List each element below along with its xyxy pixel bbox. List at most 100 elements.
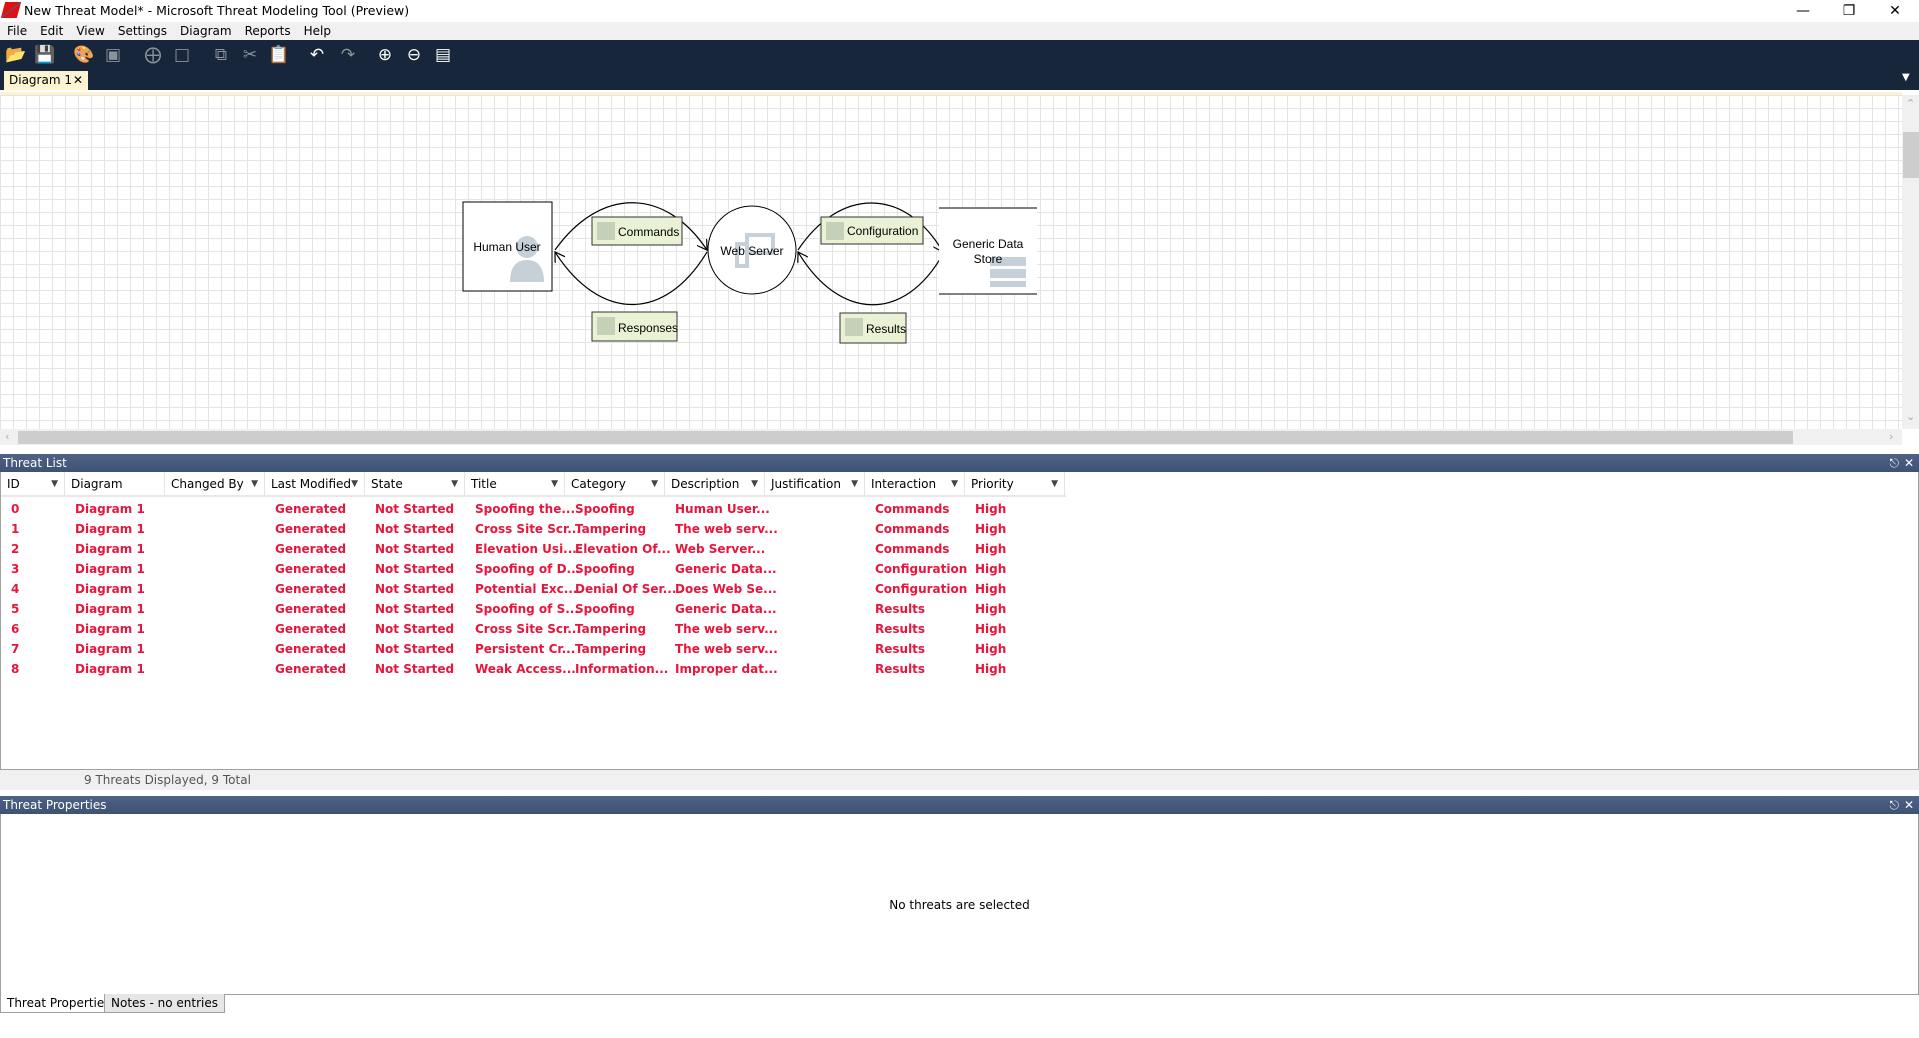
tab-diagram-1[interactable]: Diagram 1 ✕: [4, 71, 88, 90]
column-label: ID: [7, 477, 20, 491]
pin-icon[interactable]: ⎋: [1889, 456, 1900, 470]
tab-notes[interactable]: Notes - no entries: [104, 994, 225, 1013]
column-header-diagram[interactable]: Diagram: [65, 472, 165, 497]
web-server-label: Web Server: [720, 244, 783, 258]
filter-icon[interactable]: ▼: [451, 479, 458, 489]
redo-icon[interactable]: ↷: [340, 45, 356, 65]
cell-title: Potential Exc...: [475, 582, 578, 596]
close-tab-icon[interactable]: ✕: [72, 73, 83, 87]
filter-icon[interactable]: ▼: [551, 479, 558, 489]
menu-diagram[interactable]: Diagram: [180, 24, 232, 38]
filter-icon[interactable]: ▼: [1051, 479, 1058, 489]
diagram-canvas[interactable]: Human User Web Server Generic Data Store…: [0, 92, 1902, 429]
cell-interaction: Commands: [875, 522, 950, 536]
filter-icon[interactable]: ▼: [651, 479, 658, 489]
cell-category: Spoofing: [575, 502, 635, 516]
menu-settings[interactable]: Settings: [117, 24, 168, 38]
column-header-title[interactable]: Title▼: [465, 472, 565, 497]
filter-icon[interactable]: ▼: [951, 479, 958, 489]
cell-interaction: Results: [875, 642, 926, 656]
cell-description: The web serv...: [675, 522, 778, 536]
column-header-last-modified[interactable]: Last Modified▼: [265, 472, 365, 497]
cell-id: 7: [11, 642, 20, 656]
restore-button[interactable]: ❐: [1842, 3, 1856, 19]
cell-id: 6: [11, 622, 20, 636]
threat-properties-header: Threat Properties ⎋✕: [0, 796, 1919, 814]
close-panel-icon[interactable]: ✕: [1903, 456, 1914, 470]
column-header-state[interactable]: State▼: [365, 472, 465, 497]
analysis-view-icon[interactable]: ▣: [104, 45, 122, 65]
minimize-button[interactable]: —: [1796, 3, 1810, 19]
cell-id: 0: [11, 502, 20, 516]
filter-icon[interactable]: ▼: [51, 479, 58, 489]
close-button[interactable]: ✕: [1889, 3, 1901, 19]
cell-id: 3: [11, 562, 20, 576]
paste-icon[interactable]: 📋: [268, 45, 290, 65]
zoom-out-icon[interactable]: ⊖: [406, 45, 422, 65]
cell-interaction: Configuration: [875, 582, 968, 596]
menu-file[interactable]: File: [7, 24, 28, 38]
cell-last-modified: Generated: [275, 522, 347, 536]
web-server-icon: [735, 233, 775, 268]
column-header-interaction[interactable]: Interaction ▼: [865, 472, 965, 497]
cell-id: 8: [11, 662, 20, 676]
cell-id: 4: [11, 582, 20, 596]
menu-help[interactable]: Help: [303, 24, 331, 38]
filter-icon[interactable]: ▼: [751, 479, 758, 489]
horizontal-scroll-thumb[interactable]: [18, 431, 1793, 444]
cell-state: Not Started: [375, 622, 455, 636]
cell-id: 5: [11, 602, 20, 616]
column-header-justification[interactable]: Justification ▼: [765, 472, 865, 497]
column-header-priority[interactable]: Priority▼: [965, 472, 1065, 497]
delete-diagram-icon[interactable]: □: [173, 45, 191, 65]
close-panel-icon[interactable]: ✕: [1903, 798, 1914, 812]
no-selection-message: No threats are selected: [889, 898, 1030, 912]
app-logo-icon: [0, 2, 22, 18]
cell-last-modified: Generated: [275, 582, 347, 596]
filter-icon[interactable]: ▼: [251, 479, 258, 489]
vertical-scrollbar[interactable]: ⌃⌄: [1902, 95, 1919, 429]
column-label: Interaction: [871, 477, 937, 491]
vertical-scroll-thumb[interactable]: [1903, 132, 1919, 178]
menu-view[interactable]: View: [76, 24, 105, 38]
filter-icon[interactable]: ▼: [351, 479, 358, 489]
column-header-id[interactable]: ID ▼: [1, 472, 65, 497]
column-header-category[interactable]: Category▼: [565, 472, 665, 497]
undo-icon[interactable]: ↶: [309, 45, 325, 65]
menu-edit[interactable]: Edit: [40, 24, 64, 38]
zoom-in-icon[interactable]: ⊕: [377, 45, 393, 65]
open-icon[interactable]: 📂: [5, 45, 27, 65]
cell-description: Generic Data...: [675, 602, 777, 616]
cell-last-modified: Generated: [275, 662, 347, 676]
new-diagram-icon[interactable]: ⨁: [144, 45, 162, 65]
palette-icon[interactable]: 🎨: [73, 45, 95, 65]
cut-icon[interactable]: ✂: [242, 45, 258, 65]
column-header-description[interactable]: Description▼: [665, 472, 765, 497]
cell-diagram: Diagram 1: [75, 662, 145, 676]
title-bar: New Threat Model* - Microsoft Threat Mod…: [0, 0, 1919, 22]
cell-priority: High: [975, 582, 1007, 596]
menu-reports[interactable]: Reports: [244, 24, 291, 38]
copy-icon[interactable]: ⧉: [214, 45, 228, 65]
tab-threat-properties[interactable]: Threat Properties: [0, 994, 118, 1013]
cell-priority: High: [975, 622, 1007, 636]
column-header-changed-by[interactable]: Changed By▼: [165, 472, 265, 497]
cell-category: Tampering: [575, 642, 647, 656]
tab-overflow-icon[interactable]: ▼: [1902, 72, 1910, 83]
web-server-shape: [707, 205, 797, 295]
save-icon[interactable]: 💾: [34, 45, 56, 65]
column-label: Justification: [771, 477, 841, 491]
pin-icon[interactable]: ⎋: [1889, 798, 1900, 812]
comment-icon[interactable]: ▤: [434, 45, 452, 65]
filter-icon[interactable]: ▼: [851, 479, 858, 489]
